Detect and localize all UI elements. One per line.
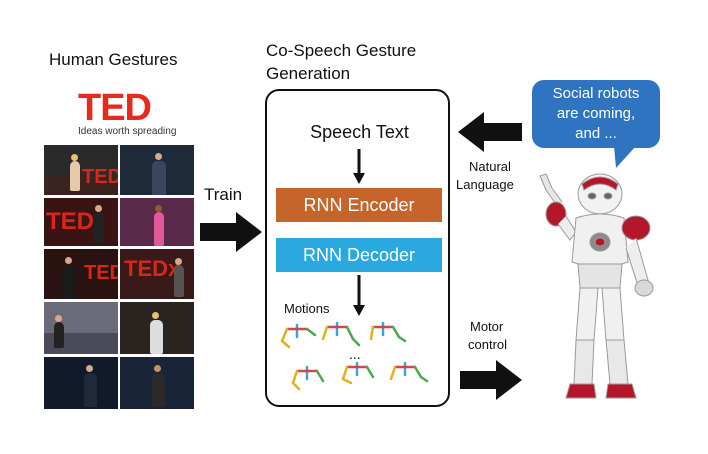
speech-bubble-line2: are coming, xyxy=(556,105,636,122)
train-arrow-icon xyxy=(200,212,262,252)
motor-control-label-line2: control xyxy=(468,337,508,352)
motions-label: Motions xyxy=(284,301,330,316)
center-title-line1: Co-Speech Gesture xyxy=(266,41,417,60)
speech-text-label: Speech Text xyxy=(310,122,409,142)
ted-photo: TEDx xyxy=(120,249,194,299)
ted-photo-grid: TED TED TED TEDx xyxy=(44,145,194,409)
speech-bubble-line3: and ... xyxy=(575,125,617,142)
speech-bubble-line1: Social robots xyxy=(552,85,640,102)
ellipsis: ... xyxy=(349,346,361,362)
train-label: Train xyxy=(204,185,243,204)
ted-photo xyxy=(44,302,118,354)
ted-photo: TED xyxy=(44,145,118,195)
ted-logo: TED Ideas worth spreading xyxy=(78,87,178,137)
natural-language-label-line1: Natural xyxy=(469,159,511,174)
ted-photo xyxy=(120,302,194,354)
ted-photo xyxy=(44,357,118,409)
ted-photo xyxy=(120,198,194,246)
arrow-down-icon xyxy=(353,275,365,316)
speech-bubble-text: Social robots are coming, and ... xyxy=(532,84,660,144)
ted-logo-letters: TED xyxy=(78,87,152,129)
natural-language-arrow-icon xyxy=(458,112,522,152)
motor-control-label-line1: Motor xyxy=(470,319,504,334)
gesture-generation-box: Speech Text RNN Encoder RNN Decoder Moti… xyxy=(265,89,450,407)
skeleton-pose-icon xyxy=(280,321,429,391)
natural-language-label-line2: Language xyxy=(456,177,514,192)
speech-bubble: Social robots are coming, and ... xyxy=(532,80,660,148)
motion-skeletons xyxy=(280,321,429,391)
ted-photo: TED xyxy=(44,249,118,299)
arrow-down-icon xyxy=(353,149,365,184)
rnn-decoder-block: RNN Decoder xyxy=(276,238,442,272)
center-title-line2: Generation xyxy=(266,64,351,83)
ted-logo-tagline: Ideas worth spreading xyxy=(78,126,177,137)
ted-photo xyxy=(120,145,194,195)
speech-bubble-tail xyxy=(614,146,636,168)
rnn-encoder-block: RNN Encoder xyxy=(276,188,442,222)
ted-photo: TED xyxy=(44,198,118,246)
robot-icon xyxy=(539,173,654,399)
human-gestures-title: Human Gestures xyxy=(49,50,178,69)
ted-photo xyxy=(120,357,194,409)
motor-control-arrow-icon xyxy=(460,360,522,400)
